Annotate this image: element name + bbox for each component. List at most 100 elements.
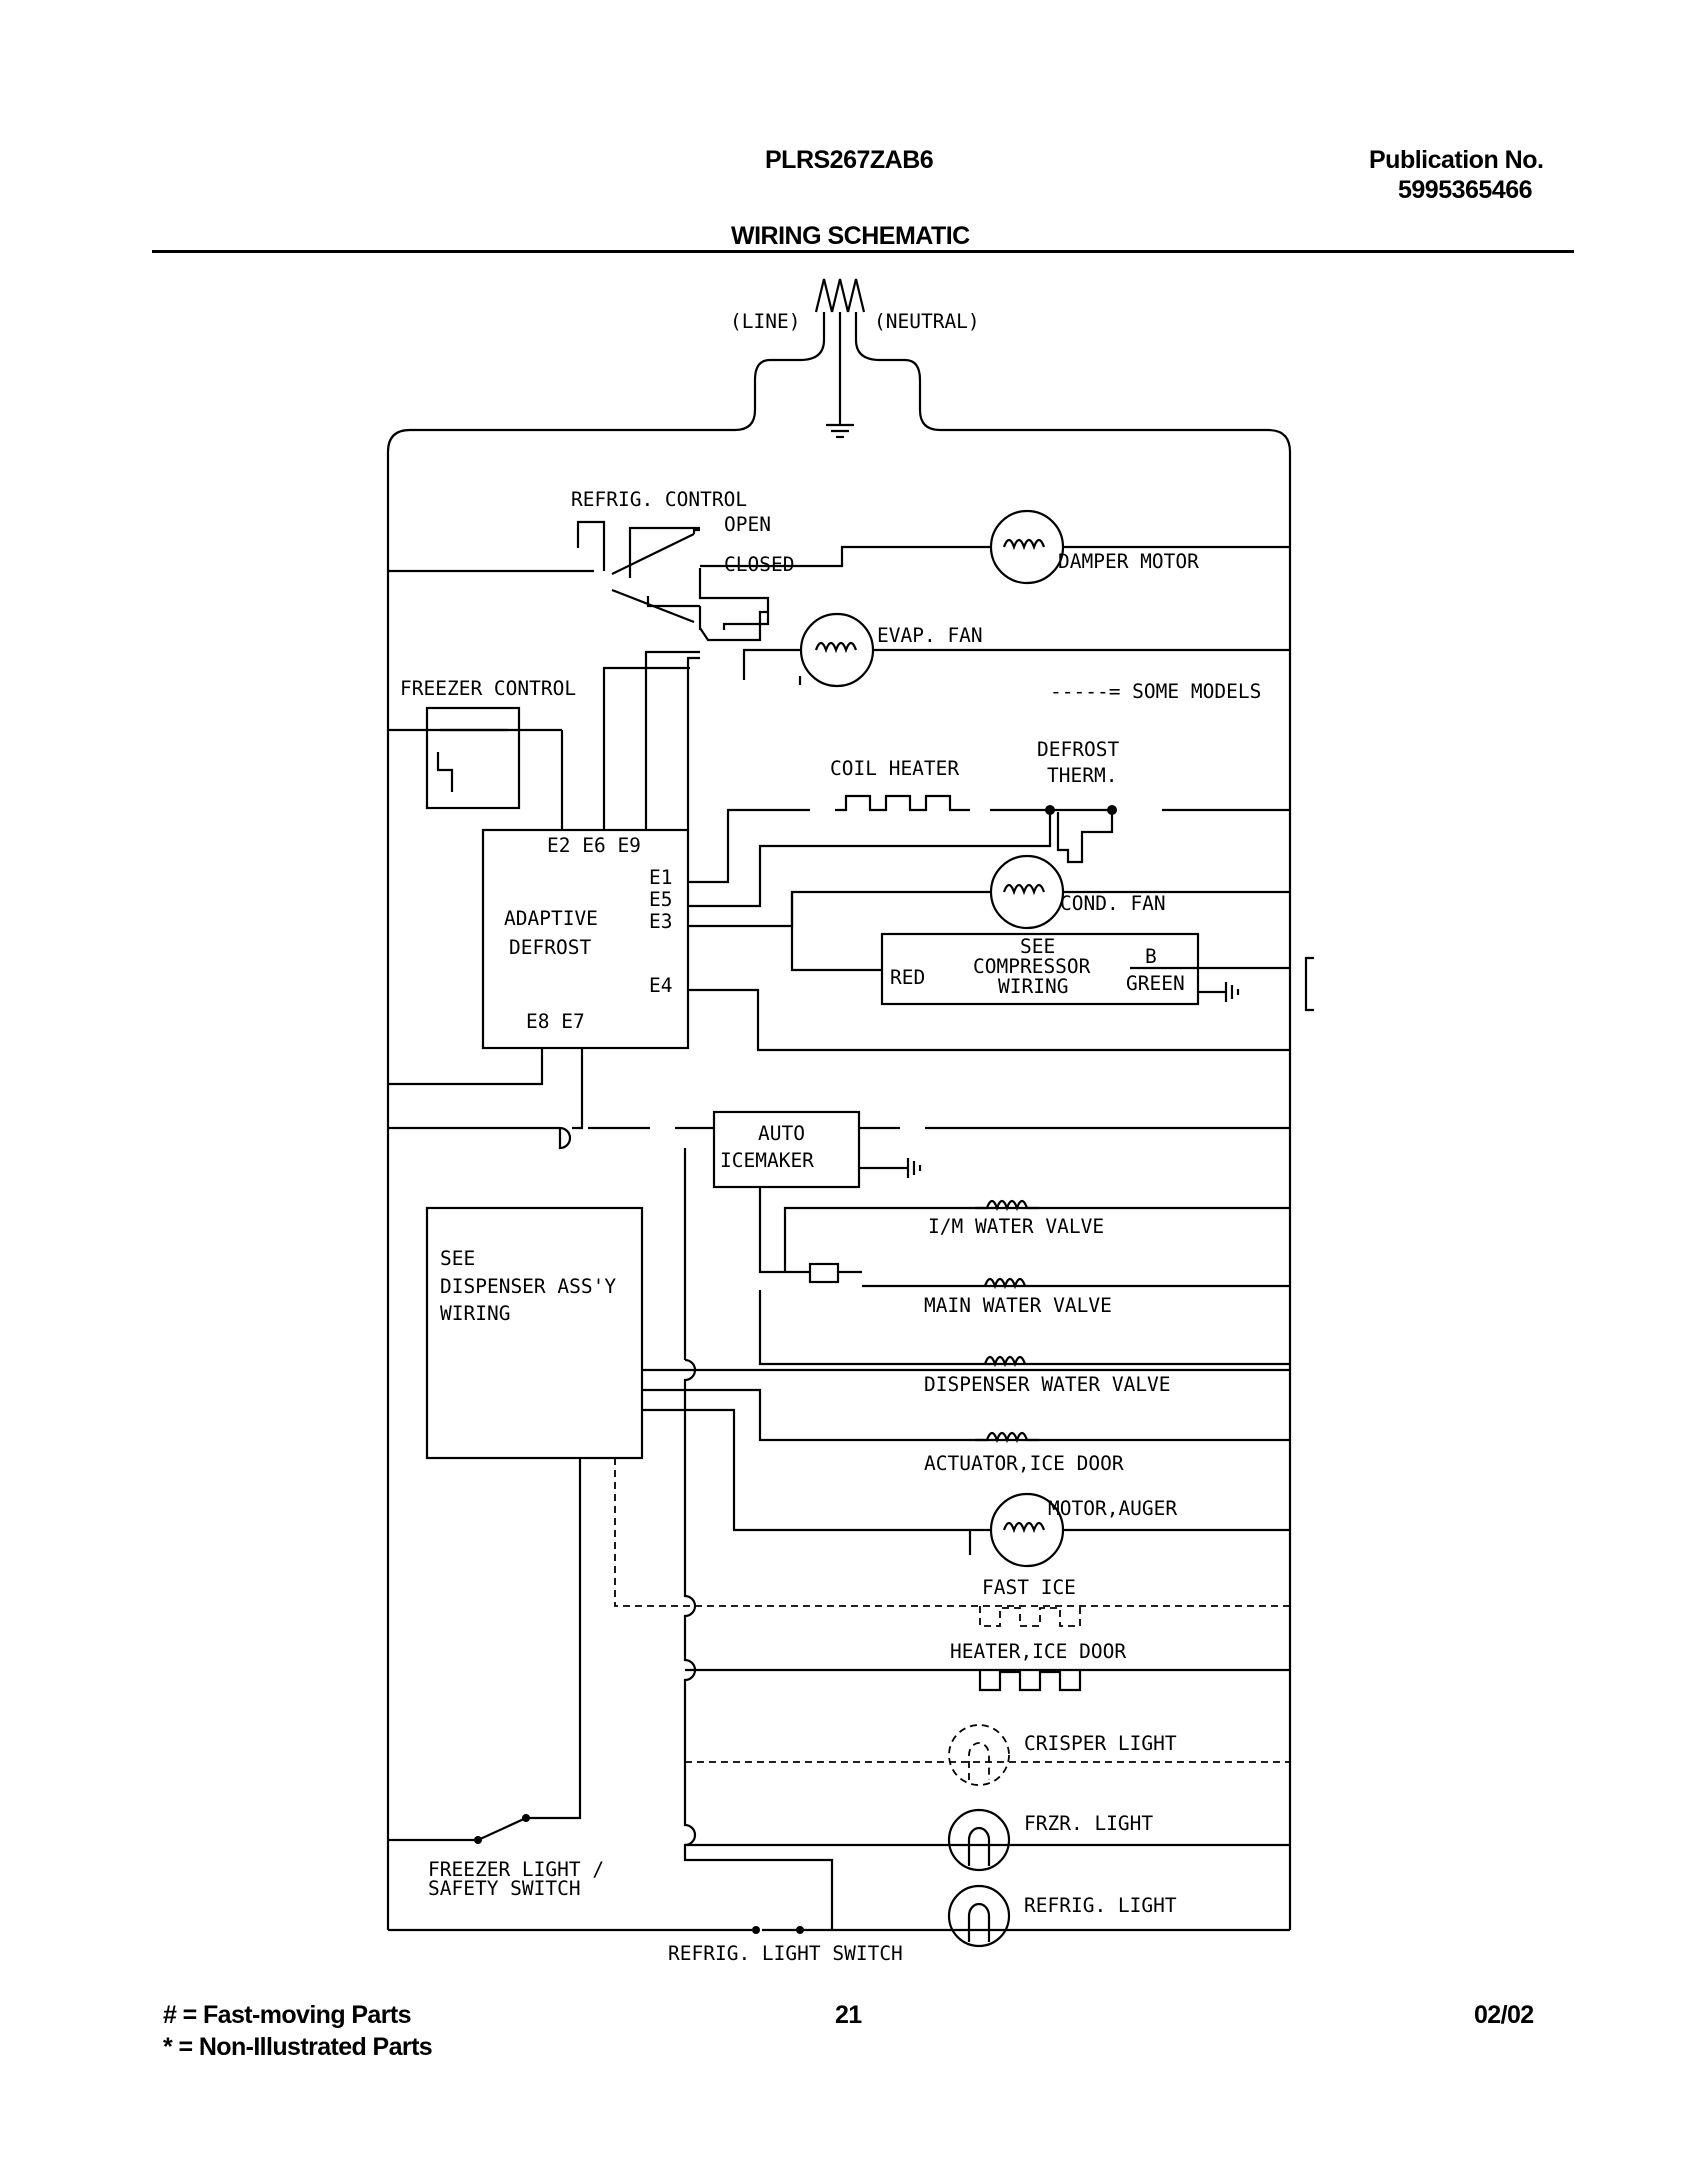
wire-e9 [686,656,700,830]
fl-switch-blade[interactable] [477,1817,527,1841]
label-actuator-ice-door: ACTUATOR,ICE DOOR [924,1452,1124,1475]
disp-water-valve-coil [983,1355,1027,1368]
label-neutral: (NEUTRAL) [874,310,980,333]
label-auto: AUTO [758,1122,805,1145]
auger-coil [1002,1521,1046,1534]
dispenser-box [425,1206,644,1460]
label-b: B [1145,945,1157,968]
components [425,509,1117,1948]
refrig-switch-contact-2 [796,1926,804,1934]
im-water-valve-coil [975,1199,1039,1212]
label-see-disp-3: WIRING [440,1302,510,1325]
label-fast-ice: FAST ICE [982,1576,1076,1599]
wire-disp-valve [758,1290,1290,1366]
label-crisper-light: CRISPER LIGHT [1024,1732,1177,1755]
valve-connector [808,1262,840,1284]
label-e1: E1 [649,866,672,889]
wire-e3 [688,890,990,928]
fl-switch-contact-2 [522,1814,530,1822]
label-frzr-light: FRZR. LIGHT [1024,1812,1153,1835]
adaptive-defrost-box [481,828,690,1050]
wire-e5 [688,812,1052,908]
refrig-filament [967,1902,991,1942]
line-wire [386,312,826,1930]
wire-actuator [642,1388,1290,1442]
label-see-comp-1: SEE [1020,935,1055,958]
label-defrost-therm-1: DEFROST [1037,738,1119,761]
evap-coil [814,641,858,654]
therm-dot-2 [1107,805,1117,815]
crisper-lamp [948,1724,1010,1786]
evap-fan-symbol [799,612,875,688]
label-icemaker: ICEMAKER [720,1149,814,1172]
legend-fast-moving: # = Fast-moving Parts [163,2001,412,2029]
schematic-labels: (LINE) (NEUTRAL) REFRIG. CONTROL OPEN CL… [400,310,1261,1965]
fc-thermo-symbol [436,752,454,792]
wire-fast-ice[interactable] [614,1458,1290,1607]
damper-coil [1002,538,1046,551]
thermostat-symbol-rc [576,520,606,571]
refrig-lamp [947,1884,1011,1948]
label-coil-heater: COIL HEATER [830,757,959,780]
wire-e7 [572,1048,584,1130]
label-refrig-light-switch: REFRIG. LIGHT SWITCH [668,1942,903,1965]
label-im-water-valve: I/M WATER VALVE [928,1215,1104,1238]
wire-vertical-bus [683,1358,834,1930]
ground-prong [830,278,850,313]
neutral-prong [846,278,866,313]
wire-to-damper [700,545,990,568]
label-defrost: DEFROST [509,936,591,959]
fast-ice-element [979,1606,1081,1627]
neutral-wire [854,312,1292,1930]
label-see-comp-2: COMPRESSOR [973,955,1091,978]
cond-fan-symbol [989,854,1065,930]
icemaker-box [712,1110,861,1189]
header-rule [152,250,1574,253]
frzr-filament [967,1826,991,1866]
damper-motor-symbol [989,509,1065,585]
fl-switch-contact-1 [474,1836,482,1844]
wire-closed-loop [698,568,770,630]
publication-label: Publication No. [1369,146,1544,174]
wire-auger [642,1408,990,1532]
label-adaptive: ADAPTIVE [504,907,598,930]
wire-evap-fan-in [742,648,800,680]
label-line: (LINE) [730,310,800,333]
main-water-valve-coil [983,1277,1027,1290]
wire-fl-switch-top [526,1458,582,1820]
label-terminals-bottom: E8 E7 [526,1010,585,1033]
label-freezer-control: FREEZER CONTROL [400,677,576,700]
label-cond-fan: COND. FAN [1060,892,1166,915]
wire-rc-mid [646,596,700,608]
cond-coil [1002,883,1046,896]
label-e3: E3 [649,910,672,933]
label-damper-motor: DAMPER MOTOR [1058,550,1199,573]
date: 02/02 [1474,2001,1534,2029]
label-see-disp-1: SEE [440,1247,475,1270]
label-motor-auger: MOTOR,AUGER [1048,1497,1177,1520]
wire-e1 [688,808,810,884]
label-green: GREEN [1126,972,1185,995]
label-some-models: -----= SOME MODELS [1050,680,1261,703]
label-dispenser-water-valve: DISPENSER WATER VALVE [924,1373,1171,1396]
frzr-lamp [947,1808,1011,1872]
legend-non-illustrated: * = Non-Illustrated Parts [163,2033,433,2061]
contact-open [692,528,700,534]
wire-open [628,526,700,578]
label-e5: E5 [649,888,672,911]
label-e4: E4 [649,974,672,997]
label-main-water-valve: MAIN WATER VALVE [924,1294,1112,1317]
wire-im-valve [783,1206,1290,1272]
label-freezer-light-2: SAFETY SWITCH [428,1877,581,1900]
label-terminals-top: E2 E6 E9 [547,834,641,857]
line-prong [814,278,834,313]
model-number: PLRS267ZAB6 [765,146,934,174]
label-freezer-light-1: FREEZER LIGHT / [428,1858,604,1881]
label-refrig-control: REFRIG. CONTROL [571,488,747,511]
crossover-1 [558,1126,572,1150]
label-red: RED [890,966,925,989]
label-see-comp-3: WIRING [998,975,1068,998]
wire-closed-ret [699,610,768,642]
label-see-disp-2: DISPENSER ASS'Y [440,1275,616,1298]
